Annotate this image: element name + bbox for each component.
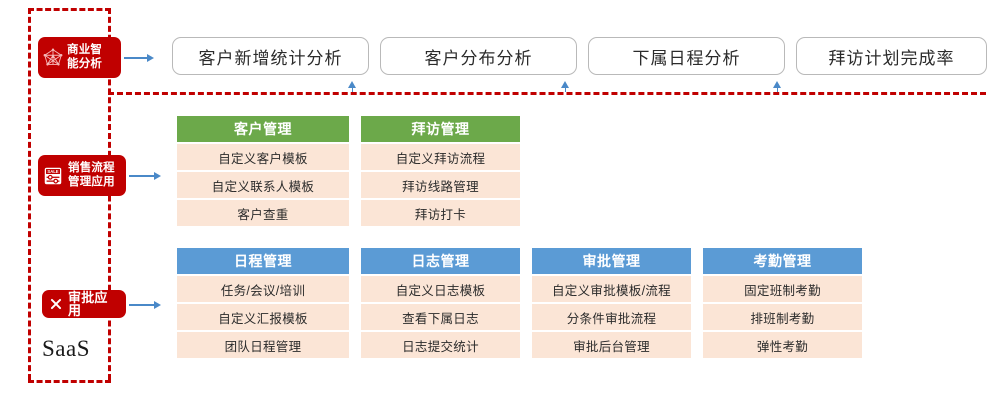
table-row[interactable]: 自定义客户模板 [177,144,349,170]
table-header: 拜访管理 [361,116,520,142]
saas-bracket-left [28,8,31,380]
badge-bi[interactable]: 商业智 能分析 [38,37,121,78]
analysis-button-3[interactable]: 拜访计划完成率 [796,37,987,75]
table-row[interactable]: 自定义审批模板/流程 [532,276,691,302]
analysis-button-1[interactable]: 客户分布分析 [380,37,577,75]
badge-approval-label: 审批应用 [68,289,108,318]
arrow-up-3 [773,81,782,92]
table-column-approval: 审批管理 自定义审批模板/流程 分条件审批流程 审批后台管理 [532,248,691,358]
arrow-up-1 [348,81,357,92]
network-graph-icon [42,47,64,69]
table-row[interactable]: 日志提交统计 [361,332,520,358]
bi-divider-line [108,92,986,95]
table-header: 日志管理 [361,248,520,274]
table-row[interactable]: 固定班制考勤 [703,276,862,302]
saas-label: SaaS [42,336,90,361]
svg-text:SALE: SALE [47,169,58,174]
badge-bi-label: 商业智 能分析 [67,44,103,70]
arrow-bi-to-buttons [124,53,154,63]
badge-sales-label: 销售流程 管理应用 [68,162,115,188]
table-row[interactable]: 自定义联系人模板 [177,172,349,198]
badge-approval[interactable]: 审批应用 [42,290,126,318]
arrow-sales-to-tables [129,171,161,181]
table-header: 考勤管理 [703,248,862,274]
arrow-up-2 [561,81,570,92]
table-row[interactable]: 排班制考勤 [703,304,862,330]
analysis-button-0[interactable]: 客户新增统计分析 [172,37,369,75]
table-row[interactable]: 分条件审批流程 [532,304,691,330]
table-row[interactable]: 自定义拜访流程 [361,144,520,170]
saas-bracket-bottom [28,380,111,383]
table-column-schedule: 日程管理 任务/会议/培训 自定义汇报模板 团队日程管理 [177,248,349,358]
table-column-visit: 拜访管理 自定义拜访流程 拜访线路管理 拜访打卡 [361,116,520,226]
table-column-customer: 客户管理 自定义客户模板 自定义联系人模板 客户查重 [177,116,349,226]
table-row[interactable]: 查看下属日志 [361,304,520,330]
table-row[interactable]: 拜访打卡 [361,200,520,226]
table-column-journal: 日志管理 自定义日志模板 查看下属日志 日志提交统计 [361,248,520,358]
table-row[interactable]: 团队日程管理 [177,332,349,358]
table-header: 审批管理 [532,248,691,274]
cross-mark-icon [49,297,63,311]
table-row[interactable]: 客户查重 [177,200,349,226]
sale-tag-icon: SALE [42,165,64,187]
badge-sales[interactable]: SALE 销售流程 管理应用 [38,155,126,196]
table-row[interactable]: 拜访线路管理 [361,172,520,198]
table-row[interactable]: 审批后台管理 [532,332,691,358]
table-row[interactable]: 弹性考勤 [703,332,862,358]
table-header: 客户管理 [177,116,349,142]
table-row[interactable]: 自定义汇报模板 [177,304,349,330]
arrow-approval-to-tables [129,300,161,310]
table-row[interactable]: 任务/会议/培训 [177,276,349,302]
table-header: 日程管理 [177,248,349,274]
saas-bracket-top [28,8,111,11]
analysis-button-2[interactable]: 下属日程分析 [588,37,785,75]
table-row[interactable]: 自定义日志模板 [361,276,520,302]
table-column-attendance: 考勤管理 固定班制考勤 排班制考勤 弹性考勤 [703,248,862,358]
